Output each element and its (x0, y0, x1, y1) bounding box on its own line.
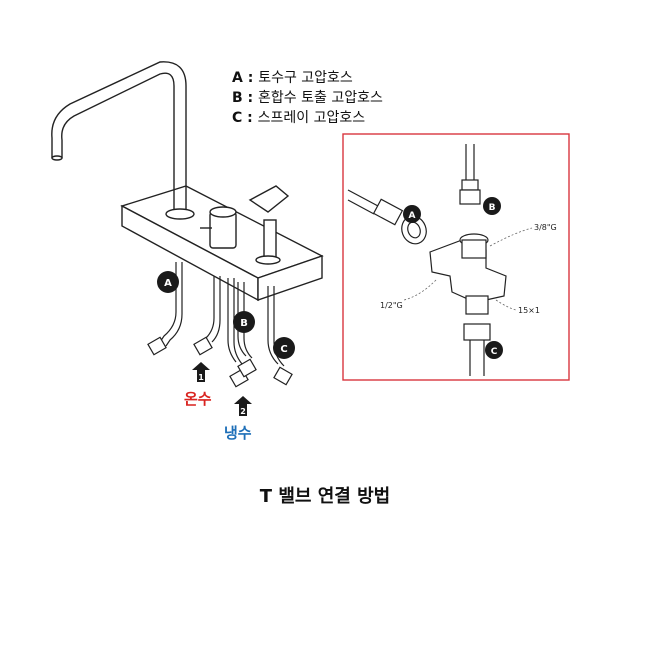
svg-text:C: C (491, 347, 498, 357)
svg-text:B: B (240, 318, 248, 329)
svg-text:2: 2 (240, 407, 246, 416)
spout (51, 61, 187, 212)
spout-base (165, 208, 195, 220)
detail-drawing (347, 144, 507, 376)
legend: A : 토수구 고압호스 B : 혼합수 토출 고압호스 C : 스프레이 고압… (232, 68, 383, 128)
legend-letter: B (232, 90, 243, 106)
svg-text:C: C (280, 344, 287, 355)
legend-row-c: C : 스프레이 고압호스 (232, 110, 366, 126)
svg-text:A: A (409, 211, 416, 221)
legend-row-b: B : 혼합수 토출 고압호스 (232, 90, 383, 106)
legend-text: 스프레이 고압호스 (257, 110, 366, 126)
svg-text:1: 1 (198, 373, 204, 382)
cold-arrow: 2 (234, 396, 252, 416)
hot-arrow: 1 (192, 362, 210, 382)
detail-labels: 3/8"G 1/2"G 15×1 (380, 223, 557, 315)
diagram-caption: T 밸브 연결 방법 (259, 486, 391, 507)
cold-water-label: 냉수 (224, 424, 252, 442)
hose-b1 (227, 278, 243, 365)
spray-body (263, 219, 277, 261)
legend-row-a: A : 토수구 고압호스 (232, 70, 353, 86)
label-thread-left: 1/2"G (380, 301, 403, 310)
faucet (51, 61, 324, 302)
hose-a (159, 262, 183, 347)
mixer-cap (209, 206, 237, 218)
detail-leaders (403, 227, 533, 311)
legend-letter: C (232, 110, 243, 126)
callout-c: C (273, 337, 295, 359)
svg-text:A: A (164, 278, 172, 289)
svg-text:B: B (489, 203, 496, 213)
spray-base (255, 255, 281, 265)
hose-b2 (237, 282, 253, 359)
legend-text: 혼합수 토출 고압호스 (258, 90, 383, 106)
detail-callouts: A B C (403, 197, 503, 359)
label-thread-top: 3/8"G (534, 223, 557, 232)
hose-hot (205, 276, 221, 343)
detail-hose-b (465, 144, 475, 180)
spray-head (248, 185, 290, 213)
detail-hose-a (347, 189, 379, 215)
legend-letter: A (232, 70, 243, 86)
callout-b: B (233, 311, 255, 333)
spout-tip (51, 155, 63, 161)
label-thread-bottom: 15×1 (518, 306, 540, 315)
detail-hose-c (469, 340, 485, 376)
hot-water-label: 온수 (184, 390, 212, 408)
callout-a: A (157, 271, 179, 293)
legend-text: 토수구 고압호스 (258, 70, 353, 86)
hoses (159, 262, 285, 367)
hose-nuts (147, 336, 293, 388)
